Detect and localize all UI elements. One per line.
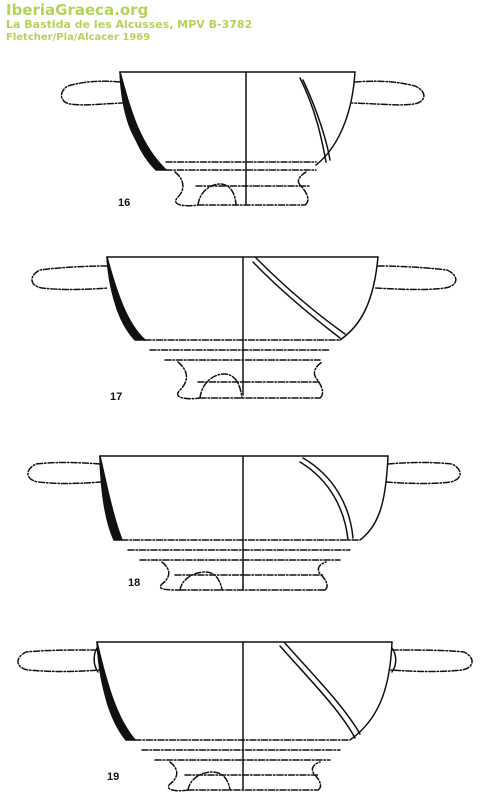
cup-drawing-17 <box>31 256 457 400</box>
cup-drawing-18 <box>27 455 461 591</box>
cup-drawing-19 <box>17 641 473 792</box>
figure-number-17: 17 <box>110 391 122 403</box>
cup-drawing-16 <box>60 71 425 207</box>
watermark-title: IberiaGraeca.org <box>6 1 149 19</box>
figure-number-18: 18 <box>128 577 140 589</box>
watermark: IberiaGraeca.org La Bastida de les Alcus… <box>6 1 253 43</box>
figure-number-19: 19 <box>107 771 119 783</box>
figure-number-16: 16 <box>118 197 130 209</box>
watermark-credit: Fletcher/Pla/Alcacer 1969 <box>6 31 151 43</box>
watermark-subtitle: La Bastida de les Alcusses, MPV B-3782 <box>6 18 253 32</box>
